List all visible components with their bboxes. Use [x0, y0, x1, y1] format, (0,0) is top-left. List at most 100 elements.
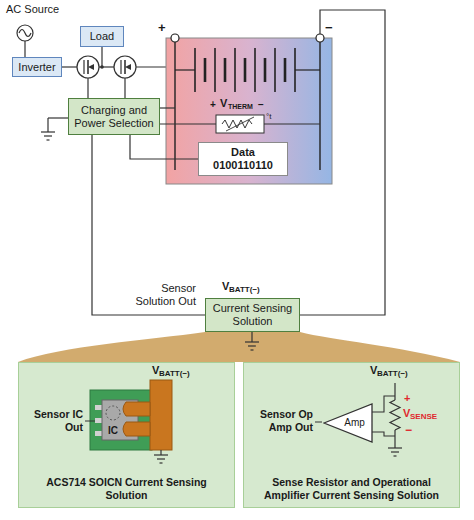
wire	[160, 123, 216, 124]
sense-resistor-symbol	[390, 400, 400, 430]
text-label: −	[325, 20, 333, 36]
cell-plate	[274, 48, 276, 92]
ground-bar	[248, 345, 256, 346]
ground-bar	[157, 458, 165, 459]
mosfet-gate	[120, 60, 121, 74]
ground-bar	[41, 131, 55, 132]
text-label: BATT(−)	[377, 369, 408, 379]
cell-plate	[294, 48, 296, 92]
wire	[372, 396, 395, 412]
amplifier-triangle: Amp	[323, 403, 373, 443]
ground-bar	[154, 454, 168, 455]
cell-plate	[194, 48, 196, 92]
ground-bar	[388, 447, 402, 448]
thermistor-slash	[226, 117, 254, 131]
wire	[87, 78, 88, 98]
junction-dot	[100, 65, 104, 69]
lead-frame	[123, 402, 150, 436]
ground-bar	[391, 451, 399, 452]
ground-bar	[251, 349, 254, 350]
text-label: V	[220, 97, 227, 110]
text-label: AC Source	[6, 3, 59, 16]
text-label: BATT(−)	[229, 285, 260, 295]
panel-caption-holder: Sense Resistor and Operational Amplifier…	[244, 476, 459, 501]
ic-pin	[95, 405, 102, 410]
signal-wire	[130, 135, 198, 159]
leader-line	[85, 421, 95, 422]
signal-wire	[92, 135, 205, 315]
wire	[124, 78, 125, 98]
wire	[394, 430, 395, 448]
ic-pin	[95, 431, 102, 436]
wire	[62, 66, 77, 67]
node-text: 0100110110	[213, 159, 273, 172]
cell-plate	[244, 58, 247, 82]
sine-wave	[19, 30, 31, 37]
node-text: Inverter	[18, 61, 55, 74]
ground-bar	[47, 139, 50, 140]
process-box: Current Sensing Solution	[205, 298, 300, 332]
negative-terminal	[316, 34, 324, 42]
amplifier-triangle-shape	[324, 404, 372, 442]
ic-die	[106, 406, 120, 420]
cell-plate	[234, 48, 236, 92]
detail-panel: Sense Resistor and Operational Amplifier…	[243, 362, 460, 508]
battery-cells	[195, 48, 295, 92]
wire	[160, 107, 175, 108]
ground-symbol	[245, 342, 259, 350]
panel-caption-holder: ACS714 SOICN Current Sensing Solution	[19, 476, 234, 501]
ground-symbol	[154, 455, 168, 463]
leader-line	[315, 422, 322, 423]
cell-plate	[254, 48, 256, 92]
text-label: Sensor Solution Out	[126, 282, 196, 308]
node-text: Data	[231, 146, 255, 159]
text-label: BATT(−)	[159, 369, 190, 379]
text-label: Sensor IC Out	[20, 408, 83, 433]
node-text: Charging and Power Selection	[73, 104, 155, 130]
panel-caption: ACS714 SOICN Current Sensing Solution	[27, 476, 227, 501]
signal-label: −	[405, 423, 412, 437]
signal-label: V	[403, 407, 410, 420]
cell-plate	[204, 58, 207, 82]
negative-bus	[319, 38, 320, 170]
text-label: +	[210, 99, 216, 111]
ground-bar	[245, 341, 259, 342]
copper-conductor	[150, 380, 172, 450]
callout-fan	[18, 332, 460, 362]
wire	[48, 117, 68, 118]
ic-pin	[95, 418, 102, 423]
mosfet-gate	[83, 60, 84, 74]
battery-pack	[166, 38, 332, 184]
wire	[264, 123, 320, 124]
wire	[394, 383, 395, 400]
positive-terminal	[171, 34, 179, 42]
panel-fill	[18, 362, 235, 508]
cell-plate	[224, 58, 227, 82]
ground-symbol	[388, 448, 402, 456]
process-box: Load	[80, 26, 124, 47]
mosfet-arrow	[125, 64, 131, 70]
wire	[175, 69, 195, 70]
node-text: Load	[90, 30, 114, 43]
wire	[47, 118, 48, 132]
signal-label: SENSE	[410, 412, 437, 422]
detail-panel: ACS714 SOICN Current Sensing Solution	[18, 362, 235, 508]
node-text: Current Sensing Solution	[210, 302, 295, 328]
node-text: Amp	[344, 417, 365, 429]
process-box: Inverter	[12, 57, 62, 78]
wire	[300, 10, 385, 315]
wire	[160, 450, 161, 455]
mosfet-arrow	[88, 64, 94, 70]
resistor-zigzag	[222, 120, 252, 128]
wire	[24, 41, 25, 58]
wire	[101, 45, 102, 67]
process-box: Charging and Power Selection	[68, 98, 160, 135]
positive-bus	[174, 38, 175, 170]
ac-source-symbol	[17, 25, 33, 41]
text-label: V	[152, 364, 159, 377]
pcb	[90, 390, 152, 450]
text-label: −	[258, 99, 264, 111]
